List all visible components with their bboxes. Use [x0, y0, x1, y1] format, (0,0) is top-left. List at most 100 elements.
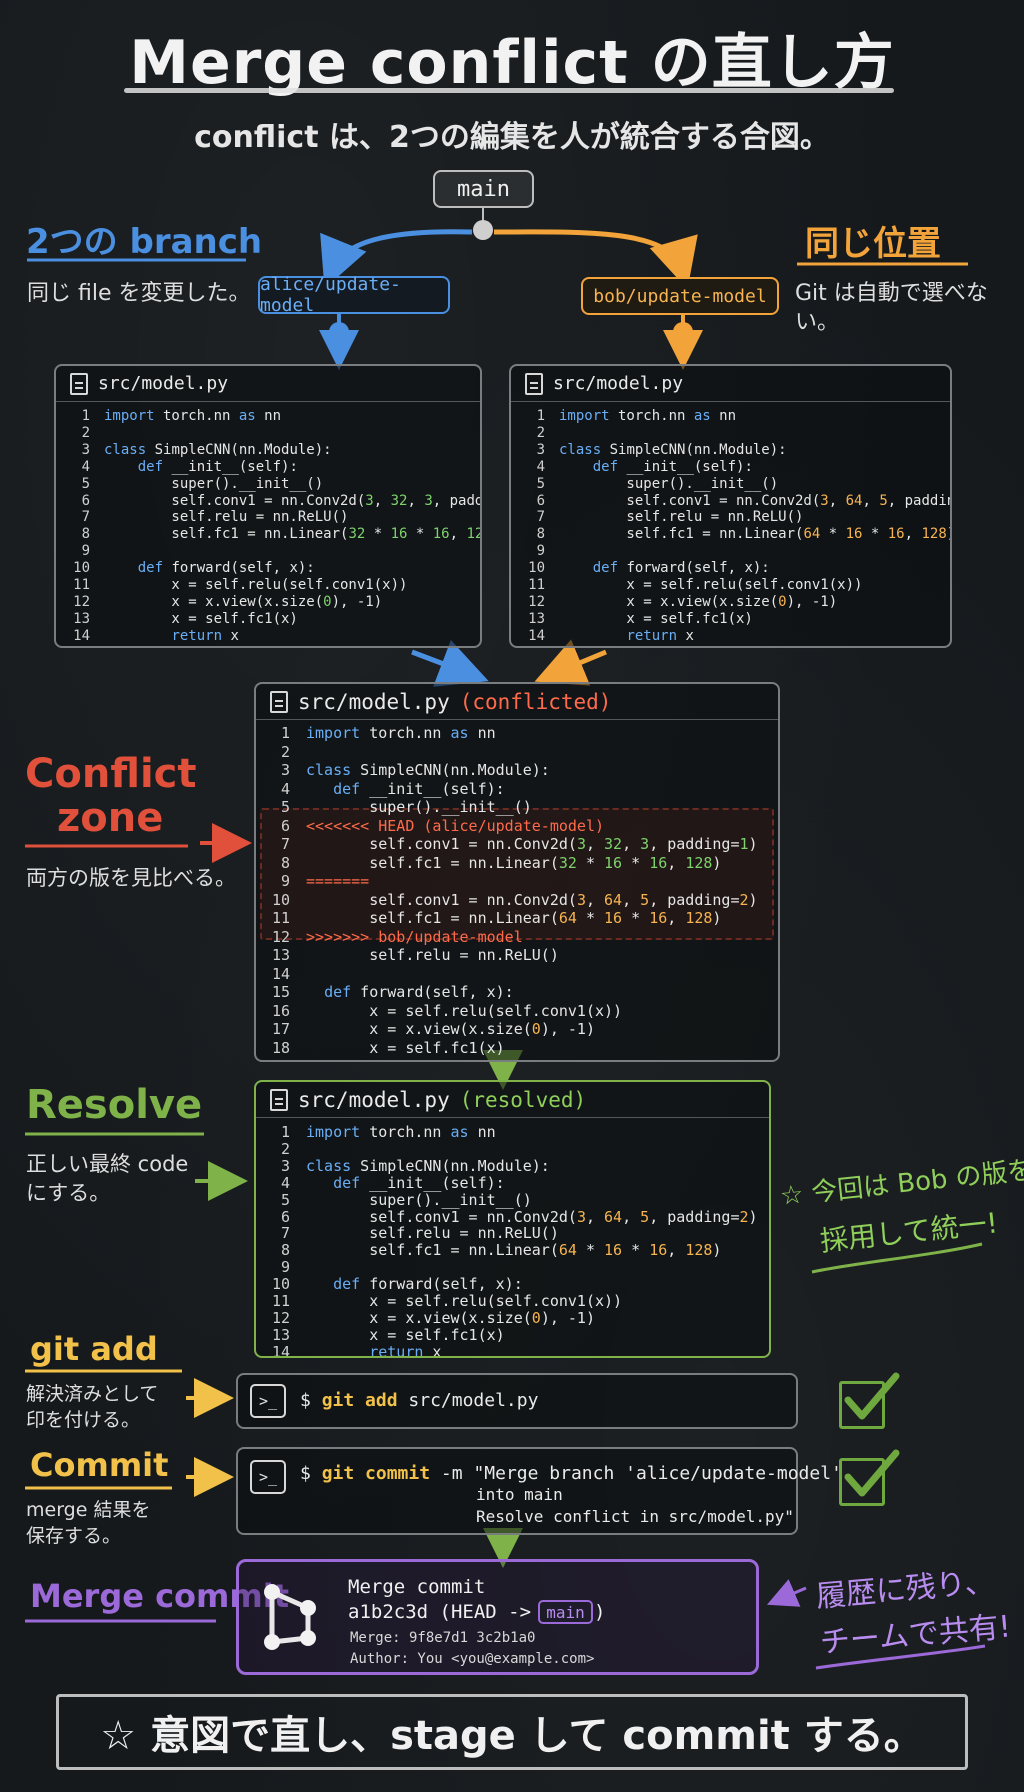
- code-line: 6 self.conv1 = nn.Conv2d(3, 64, 5, paddi…: [525, 493, 950, 510]
- code-line: 12>>>>>>> bob/update-model: [270, 928, 778, 947]
- code-line: 14 return x: [270, 1343, 769, 1356]
- line-text: def __init__(self):: [333, 1173, 505, 1192]
- line-number: 6: [280, 1207, 290, 1226]
- main-branch-label: main: [433, 170, 534, 208]
- line-text: self.relu = nn.ReLU(): [104, 509, 349, 526]
- line-text: self.conv1 = nn.Conv2d(3, 64, 5, padding…: [306, 1207, 758, 1226]
- branch-heading: 2つの branch: [26, 222, 263, 262]
- line-text: self.conv1 = nn.Conv2d(3, 32, 3, padding…: [104, 492, 482, 509]
- branch-note: 同じ file を変更した。: [27, 281, 251, 306]
- subtitle: conflict は、2つの編集を人が統合する合図。: [194, 120, 830, 155]
- line-number: 2: [280, 1139, 290, 1158]
- line-number: 1: [280, 1123, 290, 1141]
- line-text: self.relu = nn.ReLU(): [306, 946, 559, 964]
- line-number: 2: [536, 424, 545, 441]
- code-line: 9: [70, 543, 480, 560]
- git-add-heading: git add: [30, 1330, 158, 1368]
- line-text: class SimpleCNN(nn.Module):: [306, 761, 550, 779]
- code-line: 5 super().__init__(): [70, 476, 480, 493]
- line-number: 3: [81, 441, 90, 458]
- panel-header: src/model.py (resolved): [256, 1082, 769, 1118]
- line-text: self.fc1 = nn.Linear(64 * 16 * 16, 128): [559, 526, 950, 543]
- line-number: 4: [280, 779, 290, 798]
- line-text: x = self.relu(self.conv1(x)): [559, 577, 863, 594]
- git-add-terminal: >_ $ git add src/model.py: [236, 1373, 798, 1429]
- line-text: import torch.nn as nn: [559, 408, 737, 424]
- file-icon: [270, 690, 288, 713]
- line-number: 10: [271, 1275, 290, 1294]
- line-text: return x: [171, 627, 239, 644]
- file-icon: [270, 1088, 288, 1111]
- line-number: 9: [536, 543, 545, 560]
- main-node: [473, 220, 493, 240]
- line-number: 12: [73, 593, 90, 610]
- line-number: 7: [280, 835, 290, 853]
- branch-arrow-bob: [493, 229, 698, 290]
- line-number: 11: [73, 577, 90, 594]
- line-number: 5: [81, 475, 90, 492]
- line-number: 16: [271, 1001, 290, 1020]
- line-text: class SimpleCNN(nn.Module):: [559, 441, 787, 458]
- code-line: 9: [270, 1259, 769, 1276]
- code-line: 7 self.relu = nn.ReLU(): [270, 1225, 769, 1242]
- line-text: self.conv1 = nn.Conv2d(3, 64, 5, padding…: [559, 492, 950, 509]
- line-text: self.conv1 = nn.Conv2d(3, 64, 5, padding…: [306, 890, 758, 909]
- line-number: 3: [280, 1156, 290, 1175]
- code-line: 2: [270, 1141, 769, 1158]
- code-line: 10 def forward(self, x):: [525, 560, 950, 577]
- merge-arrow-alice: [411, 639, 489, 687]
- code-line: 11 x = self.relu(self.conv1(x)): [70, 577, 480, 594]
- code-line: 10 self.conv1 = nn.Conv2d(3, 64, 5, padd…: [270, 891, 778, 910]
- code-line: 13 self.relu = nn.ReLU(): [270, 946, 778, 965]
- position-note: Git は自動で選べない。: [795, 281, 988, 335]
- line-text: def __init__(self):: [333, 779, 505, 798]
- commit-command-line: $ git commit -m "Merge branch 'alice/upd…: [300, 1463, 842, 1484]
- commit-note-line1: merge 結果を: [26, 1499, 151, 1521]
- line-text: return x: [306, 1057, 441, 1060]
- line-number: 12: [271, 927, 290, 946]
- commit-message-line1: "Merge branch 'alice/update-model': [473, 1463, 842, 1484]
- code-line: 13 x = self.fc1(x): [70, 611, 480, 628]
- footer-message: ☆ 意図で直し、stage して commit する。: [100, 1713, 924, 1759]
- terminal-icon: >_: [250, 1460, 286, 1494]
- line-number: 9: [280, 872, 290, 890]
- file-icon: [525, 372, 543, 395]
- line-text: x = x.view(x.size(0), -1): [306, 1020, 595, 1038]
- line-number: 10: [528, 560, 545, 577]
- code-line: 8 self.fc1 = nn.Linear(64 * 16 * 16, 128…: [525, 526, 950, 543]
- line-text: x = self.fc1(x): [306, 1325, 505, 1344]
- commit-message-line2: into main: [476, 1485, 563, 1504]
- line-number: 1: [280, 724, 290, 742]
- line-number: 17: [271, 1020, 290, 1038]
- panel-header: src/model.py: [56, 366, 480, 402]
- code-line: 2: [270, 743, 778, 762]
- line-number: 13: [73, 610, 90, 627]
- code-line: 12 x = x.view(x.size(0), -1): [525, 594, 950, 611]
- conflict-heading-line2: zone: [57, 795, 164, 841]
- code-line: 11 x = self.relu(self.conv1(x)): [270, 1293, 769, 1310]
- line-text: super().__init__(): [559, 475, 779, 492]
- line-number: 18: [271, 1038, 290, 1057]
- branch-arrow-alice: [320, 229, 473, 289]
- code-line: 4 def __init__(self):: [270, 780, 778, 799]
- head-branch-badge: main: [538, 1600, 593, 1624]
- code-line: 5 super().__init__(): [270, 1191, 769, 1209]
- code-line: 6 self.conv1 = nn.Conv2d(3, 32, 3, paddi…: [70, 493, 480, 510]
- history-note-underline: [815, 1644, 986, 1670]
- line-number: 9: [81, 543, 90, 560]
- merge-arrow-bob: [534, 639, 607, 686]
- code-line: 16 x = self.relu(self.conv1(x)): [270, 1002, 778, 1021]
- git-add-note-line2: 印を付ける。: [26, 1409, 141, 1431]
- code-line: 17 x = x.view(x.size(0), -1): [270, 1020, 778, 1039]
- line-text: x = self.fc1(x): [306, 1038, 505, 1057]
- line-number: 8: [81, 526, 90, 543]
- code-line: 6 self.conv1 = nn.Conv2d(3, 64, 5, paddi…: [270, 1207, 769, 1226]
- line-number: 5: [280, 798, 290, 816]
- line-number: 12: [528, 593, 545, 610]
- line-number: 8: [536, 526, 545, 543]
- panel-title: src/model.py: [98, 373, 229, 394]
- line-number: 10: [271, 890, 290, 909]
